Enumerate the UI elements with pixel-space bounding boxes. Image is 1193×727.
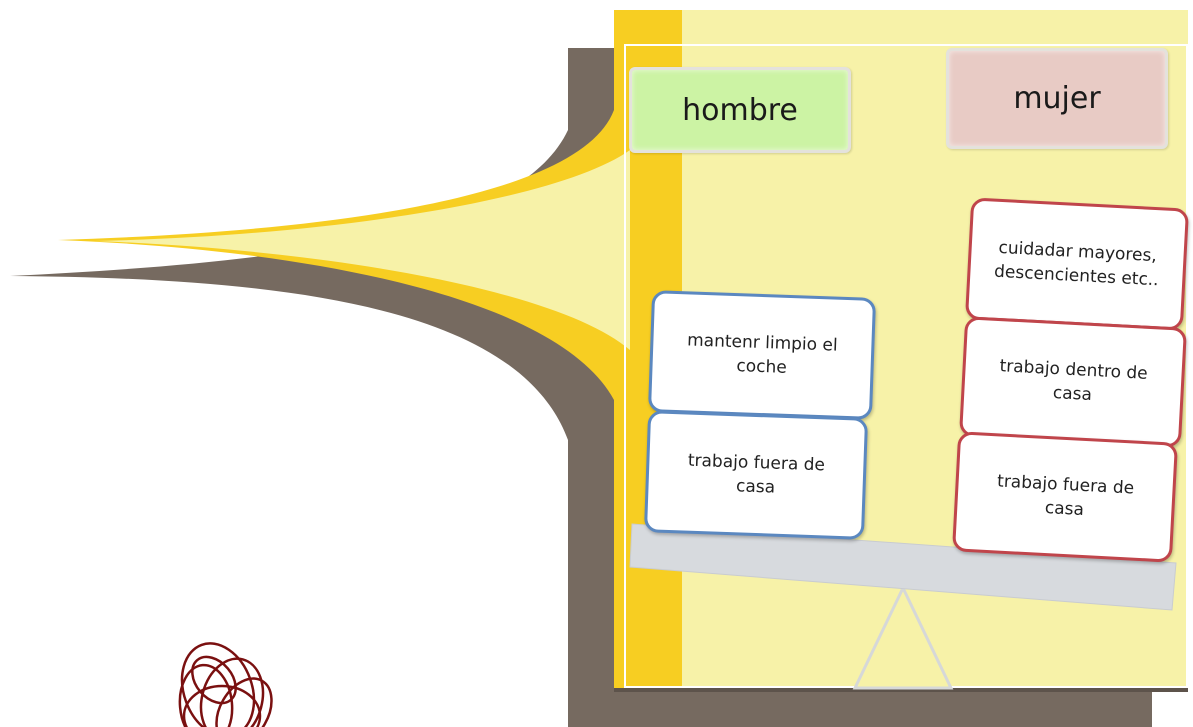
mujer-label: mujer	[946, 48, 1168, 149]
panel-bottom-shadow	[614, 688, 1188, 692]
hombre-label: hombre	[629, 67, 851, 153]
pale-tail-shape	[95, 150, 630, 350]
scale-fulcrum	[852, 584, 954, 690]
yellow-accent-shape	[58, 10, 688, 690]
hombre-label-text: hombre	[682, 92, 798, 128]
mujer-label-text: mujer	[1013, 81, 1101, 116]
brown-shadow-shape	[10, 48, 1152, 727]
